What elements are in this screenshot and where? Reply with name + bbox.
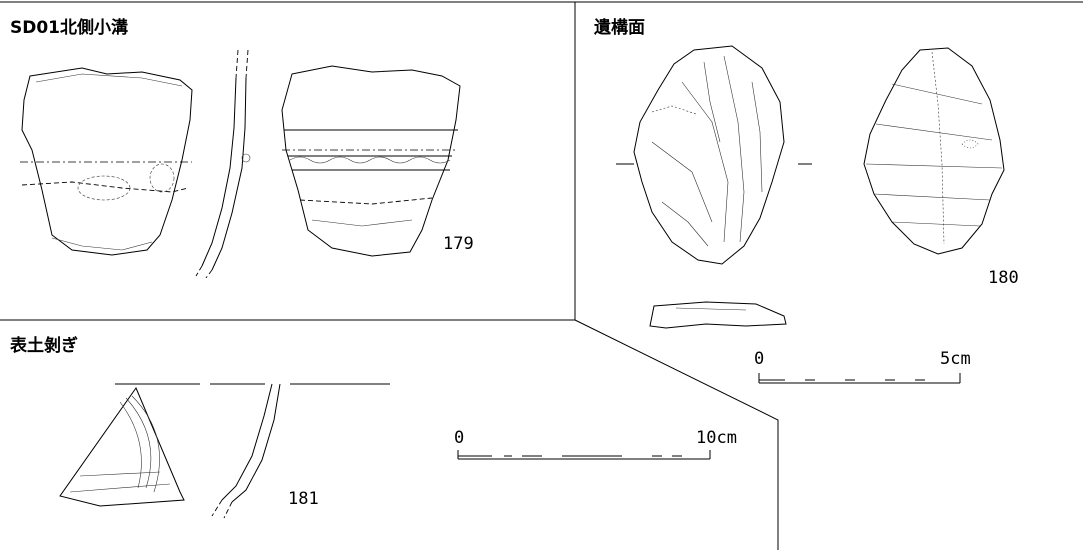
section-label-hyoudo: 表土剝ぎ	[10, 336, 78, 356]
find-number-179: 179	[443, 234, 474, 254]
sherd-181-front-drawing	[59, 383, 200, 507]
sherd-179-back-drawing	[281, 65, 461, 257]
find-number-180: 180	[988, 268, 1019, 288]
sherd-179-front-drawing	[20, 67, 193, 256]
scale-large-end-label: 10cm	[696, 428, 737, 448]
scale-large-start-label: 0	[454, 428, 465, 448]
section-label-ikoumen: 遺構面	[594, 18, 645, 38]
rim-guideline-181	[115, 383, 390, 385]
scale-bar-large	[457, 450, 711, 460]
sherd-179-section-drawing	[195, 49, 251, 278]
scale-bar-small	[758, 373, 961, 384]
sherd-181-section-drawing	[211, 383, 281, 519]
section-label-sd01: SD01北側小溝	[10, 18, 129, 38]
stone-tool-180-face-b-drawing	[863, 47, 1005, 255]
scale-small-start-label: 0	[754, 349, 765, 369]
stone-tool-180-profile-drawing	[649, 301, 787, 329]
scale-small-end-label: 5cm	[940, 349, 971, 369]
stone-tool-180-face-a-drawing	[616, 45, 812, 265]
find-number-181: 181	[288, 489, 319, 509]
